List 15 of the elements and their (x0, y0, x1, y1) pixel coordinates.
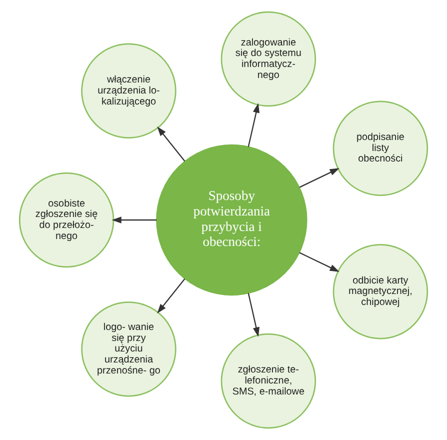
node-circle: włączenie urządzenia lo- kalizującego (81, 43, 176, 139)
arrow (299, 168, 340, 188)
arrow (112, 216, 157, 224)
arrow (157, 126, 186, 162)
arrow (248, 103, 260, 147)
node-circle: podpisanie listy obecności (332, 100, 428, 196)
arrow (299, 252, 340, 272)
node-circle: zalogowanie się do systemu informatycz- nego (220, 11, 316, 107)
node-circle: zgłoszenie te- lefoniczne, SMS, e-mailowe (220, 333, 316, 429)
arrow (248, 293, 260, 337)
node-circle: osobiste zgłoszenie się do przełożo- nego (18, 172, 114, 268)
arrow (157, 278, 186, 314)
node-circle: Sposoby potwierdzania przybycia i obecności: (156, 144, 308, 296)
node-circle: logo- wanie się przy użyciu urządzenia przenośne- go (81, 301, 176, 397)
node-circle: odbicie karty magnetycznej, chipowej (332, 244, 428, 340)
